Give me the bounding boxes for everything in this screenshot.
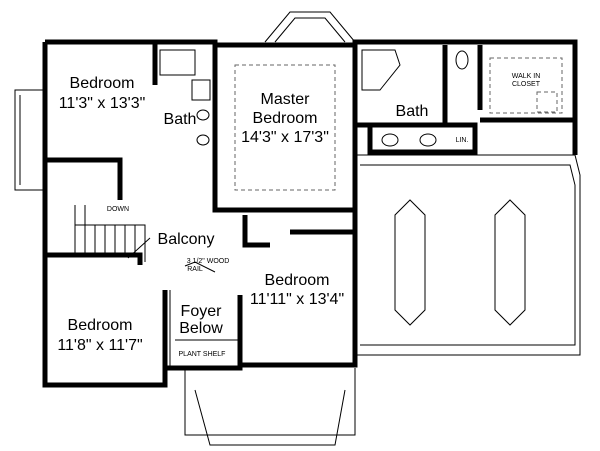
foyer-name-1: Foyer <box>181 303 223 320</box>
linen-label: LIN. <box>456 137 469 144</box>
stairs-down-label: DOWN <box>107 206 129 213</box>
bedroom-sw-size: 11'8" x 11'7" <box>57 337 142 354</box>
fixtures <box>74 49 563 368</box>
room-labels: Bedroom 11'3" x 13'3" Bath Master Bedroo… <box>57 73 540 358</box>
closet-line-1: WALK IN <box>512 73 541 80</box>
bedroom-e-name: Bedroom <box>265 272 330 289</box>
interior-walls <box>45 42 575 368</box>
master-name-1: Master <box>261 91 311 108</box>
master-name-2: Bedroom <box>253 110 318 127</box>
balcony-name: Balcony <box>158 231 215 248</box>
bedroom-sw-name: Bedroom <box>68 317 133 334</box>
roof-lines <box>14 11 581 446</box>
master-size: 14'3" x 17'3" <box>241 129 329 146</box>
bedroom-e-size: 11'11" x 13'4" <box>250 291 344 308</box>
bedroom-nw-size: 11'3" x 13'3" <box>59 95 146 112</box>
foyer-name-2: Below <box>179 320 223 337</box>
rail-label-1: 3 1/2" WOOD <box>187 258 230 265</box>
master-bath-name: Bath <box>396 103 429 120</box>
rail-label-2: RAIL <box>187 266 203 273</box>
plant-shelf-label: PLANT SHELF <box>179 351 226 358</box>
closet-line-2: CLOSET <box>512 81 541 88</box>
bath-small-name: Bath <box>164 111 197 128</box>
bedroom-nw-name: Bedroom <box>70 75 135 92</box>
